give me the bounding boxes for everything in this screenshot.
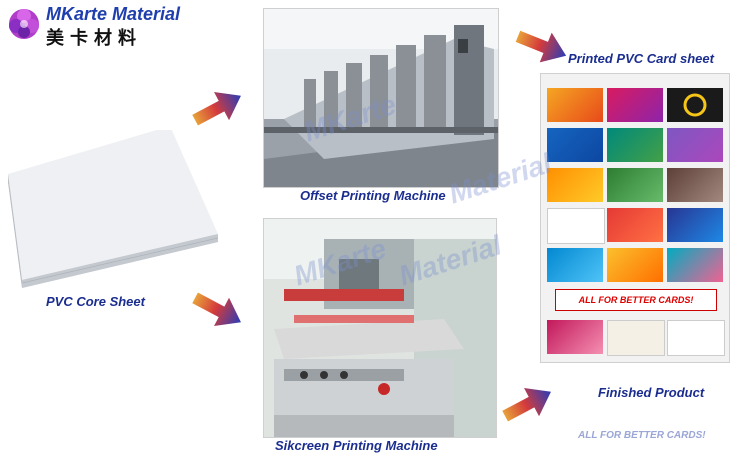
caption-silkscreen: Sikcreen Printing Machine — [275, 438, 438, 453]
brand-name-cn: 美卡材料 — [46, 28, 142, 49]
arrow-right-icon — [192, 91, 241, 126]
offset-printing-machine-image — [263, 8, 499, 188]
silkscreen-printing-machine-image — [263, 218, 497, 438]
brand-logo: MKarte Material 美卡材料 — [6, 2, 180, 49]
brand-name: MKarte Material — [46, 4, 181, 24]
printed-card-sheet-image: ALL FOR BETTER CARDS! — [540, 73, 730, 363]
caption-finished: Finished Product — [598, 385, 705, 400]
sheet-banner: ALL FOR BETTER CARDS! — [555, 289, 717, 311]
tagline: ALL FOR BETTER CARDS! — [578, 430, 706, 441]
caption-core-sheet: PVC Core Sheet — [46, 294, 145, 309]
pvc-core-sheet-image — [8, 130, 219, 288]
arrow-right-icon — [192, 292, 241, 327]
logo-flower-icon — [9, 9, 39, 39]
arrow-right-icon — [502, 387, 551, 422]
arrow-right-icon — [515, 30, 567, 63]
caption-printed-sheet: Printed PVC Card sheet — [568, 51, 714, 66]
caption-offset: Offset Printing Machine — [300, 188, 446, 203]
